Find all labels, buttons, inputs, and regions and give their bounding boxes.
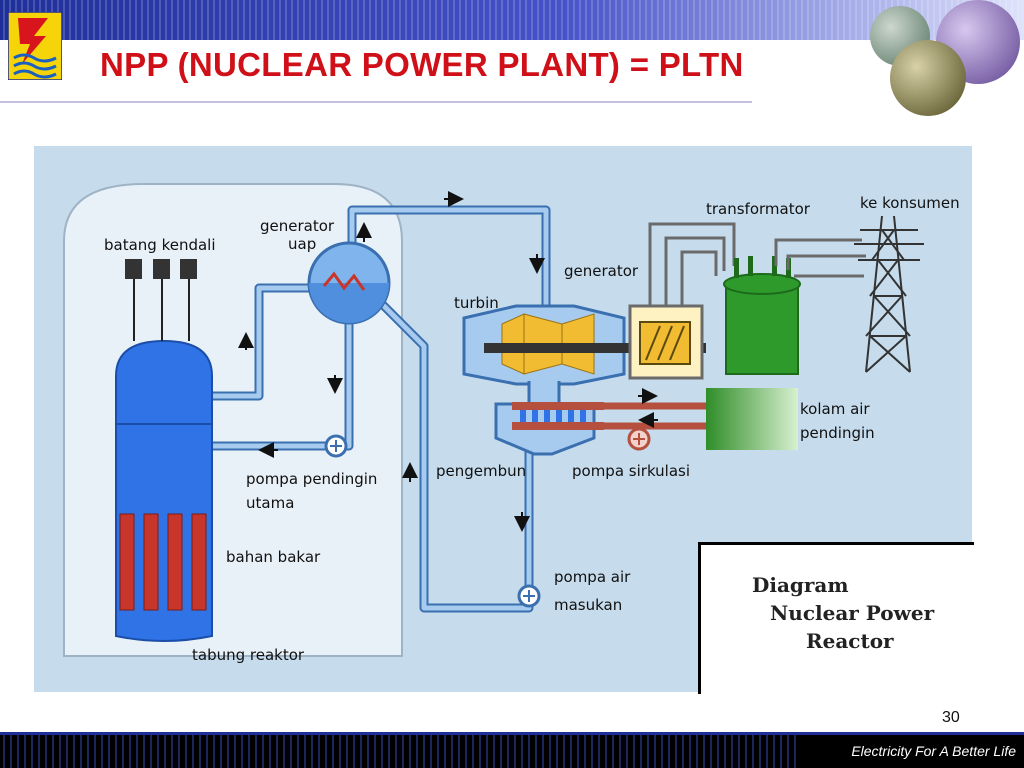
footer-tagline: Electricity For A Better Life bbox=[851, 743, 1016, 759]
label-kolam-air-1: kolam air bbox=[800, 400, 870, 418]
circulation-pump bbox=[627, 427, 651, 451]
pln-logo bbox=[8, 12, 62, 80]
label-pengembun: pengembun bbox=[436, 462, 526, 480]
turbine-shaft bbox=[484, 343, 706, 353]
caption-line-1: Diagram bbox=[752, 573, 849, 597]
label-pompa-pendingin-1: pompa pendingin bbox=[246, 470, 377, 488]
label-bahan-bakar: bahan bakar bbox=[226, 548, 321, 566]
label-ke-konsumen: ke konsumen bbox=[860, 194, 960, 212]
reactor-vessel bbox=[115, 259, 213, 642]
label-transformator: transformator bbox=[706, 200, 811, 218]
steam-generator bbox=[307, 241, 391, 325]
slide-title: NPP (NUCLEAR POWER PLANT) = PLTN bbox=[100, 46, 744, 83]
caption-line-3: Reactor bbox=[806, 629, 894, 653]
label-generator-uap-2: uap bbox=[288, 235, 316, 253]
cooling-water-pipes bbox=[604, 402, 706, 430]
label-pompa-sirkulasi: pompa sirkulasi bbox=[572, 462, 690, 480]
label-pompa-air-2: masukan bbox=[554, 596, 622, 614]
transmission-tower bbox=[854, 215, 924, 373]
label-pompa-pendingin-2: utama bbox=[246, 494, 294, 512]
caption-line-2: Nuclear Power bbox=[770, 601, 935, 625]
condenser bbox=[494, 402, 604, 456]
title-divider bbox=[0, 101, 752, 103]
label-tabung-reaktor: tabung reaktor bbox=[192, 646, 305, 664]
decorative-orbs bbox=[870, 0, 1020, 116]
label-generator: generator bbox=[564, 262, 639, 280]
diagram-caption-box bbox=[698, 542, 974, 694]
label-turbin: turbin bbox=[454, 294, 499, 312]
page-number: 30 bbox=[942, 709, 960, 726]
generator-to-transformer-wires bbox=[648, 222, 736, 306]
flow-arrows bbox=[238, 191, 658, 532]
label-batang-kendali: batang kendali bbox=[104, 236, 216, 254]
top-stripe-decoration bbox=[0, 0, 1024, 40]
transformer bbox=[723, 256, 801, 375]
bottom-bar bbox=[0, 732, 1024, 768]
transformer-to-tower-wires bbox=[774, 238, 866, 278]
label-generator-uap-1: generator bbox=[260, 217, 335, 235]
cooling-pool bbox=[706, 388, 798, 450]
main-coolant-pump bbox=[324, 434, 348, 458]
label-kolam-air-2: pendingin bbox=[800, 424, 875, 442]
feedwater-pump bbox=[517, 584, 541, 608]
generator bbox=[628, 304, 704, 380]
label-pompa-air-1: pompa air bbox=[554, 568, 631, 586]
